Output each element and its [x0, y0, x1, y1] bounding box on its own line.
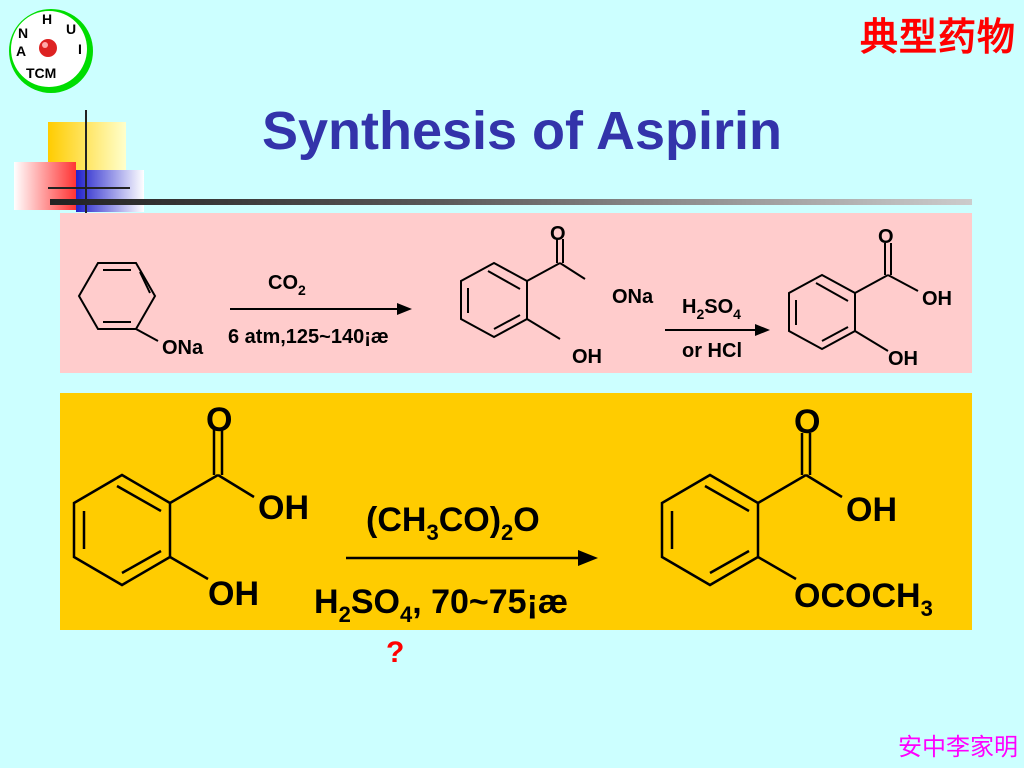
logo-letter-n: N — [18, 25, 28, 41]
acetic-anhydride-label: (CH3CO)2O — [366, 501, 540, 545]
aspirin-carbonyl-o: O — [794, 403, 820, 441]
salicylic-oh-phenol: OH — [888, 348, 918, 370]
step2-conditions-below: or HCl — [682, 340, 742, 362]
acetylation-conditions: H2SO4, 70~75¡æ — [314, 583, 568, 627]
category-title: 典型药物 — [859, 14, 1016, 59]
salicylic-carbonyl-o-large: O — [206, 401, 232, 439]
reaction-panel-acetylation: O OH OH (CH3CO)2O H2SO4, 70~75¡æ O OH OC… — [60, 393, 972, 630]
logo-letter-a: A — [16, 43, 26, 59]
intermediate-carbonyl-o: O — [550, 223, 566, 245]
salicylic-oh-carboxyl-large: OH — [258, 489, 309, 527]
salicylic-carbonyl-o: O — [878, 226, 894, 248]
step1-conditions-below: 6 atm,125~140¡æ — [228, 326, 389, 348]
reaction-panel-kolbe: ONa CO2 6 atm,125~140¡æ O ONa OH H2SO4 o… — [60, 213, 972, 373]
logo-text: TCM — [26, 65, 56, 81]
aspirin-acetoxy-label: OCOCH3 — [794, 577, 933, 621]
logo-letter-h: H — [42, 11, 52, 27]
intermediate-oh-label: OH — [572, 346, 602, 368]
logo-letter-u: U — [66, 21, 76, 37]
slide-title: Synthesis of Aspirin — [261, 101, 783, 161]
step2-reagent-above: H2SO4 — [682, 296, 741, 322]
reaction-scheme-2: O OH OH (CH3CO)2O H2SO4, 70~75¡æ O OH OC… — [72, 401, 933, 627]
aspirin-oh-carboxyl: OH — [846, 491, 897, 529]
question-mark: ? — [386, 636, 405, 669]
step1-reagent-above: CO2 — [268, 272, 306, 298]
intermediate-ona-label: ONa — [612, 286, 654, 308]
salicylic-oh-phenol-large: OH — [208, 575, 259, 613]
logo-letter-i: I — [78, 41, 82, 57]
title-underline — [50, 199, 972, 205]
reaction-scheme-1: ONa CO2 6 atm,125~140¡æ O ONa OH H2SO4 o… — [77, 223, 952, 370]
salicylic-oh-carboxyl: OH — [922, 288, 952, 310]
title-decoration — [14, 110, 144, 215]
phenoxide-ona-label: ONa — [162, 337, 204, 359]
author-name: 安中李家明 — [898, 733, 1018, 761]
school-logo: N H U A I TCM — [9, 9, 93, 93]
